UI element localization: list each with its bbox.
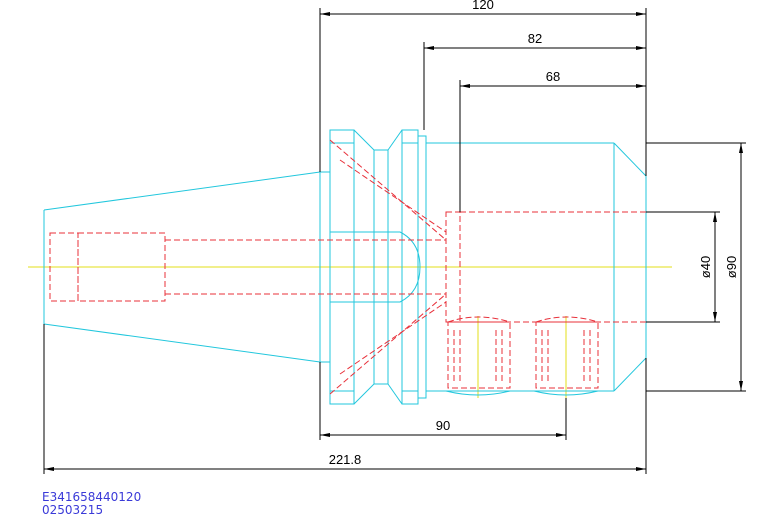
dimension-120: 120 — [472, 0, 494, 12]
dimension-arrows — [44, 12, 743, 471]
hidden-lines — [49, 139, 646, 395]
part-code-line1: E341658440120 — [42, 490, 142, 504]
dimension-lines — [43, 8, 746, 474]
part-outline — [43, 129, 647, 405]
centerline — [28, 266, 672, 398]
dimension-90: 90 — [436, 418, 450, 433]
part-code-line2: 02503215 — [42, 503, 104, 517]
dimension-221-8: 221.8 — [329, 452, 362, 467]
dimension-diameter-40: ø40 — [698, 256, 713, 278]
dimension-diameter-90: ø90 — [724, 256, 739, 278]
dimension-82: 82 — [528, 31, 542, 46]
dimension-68: 68 — [546, 69, 560, 84]
